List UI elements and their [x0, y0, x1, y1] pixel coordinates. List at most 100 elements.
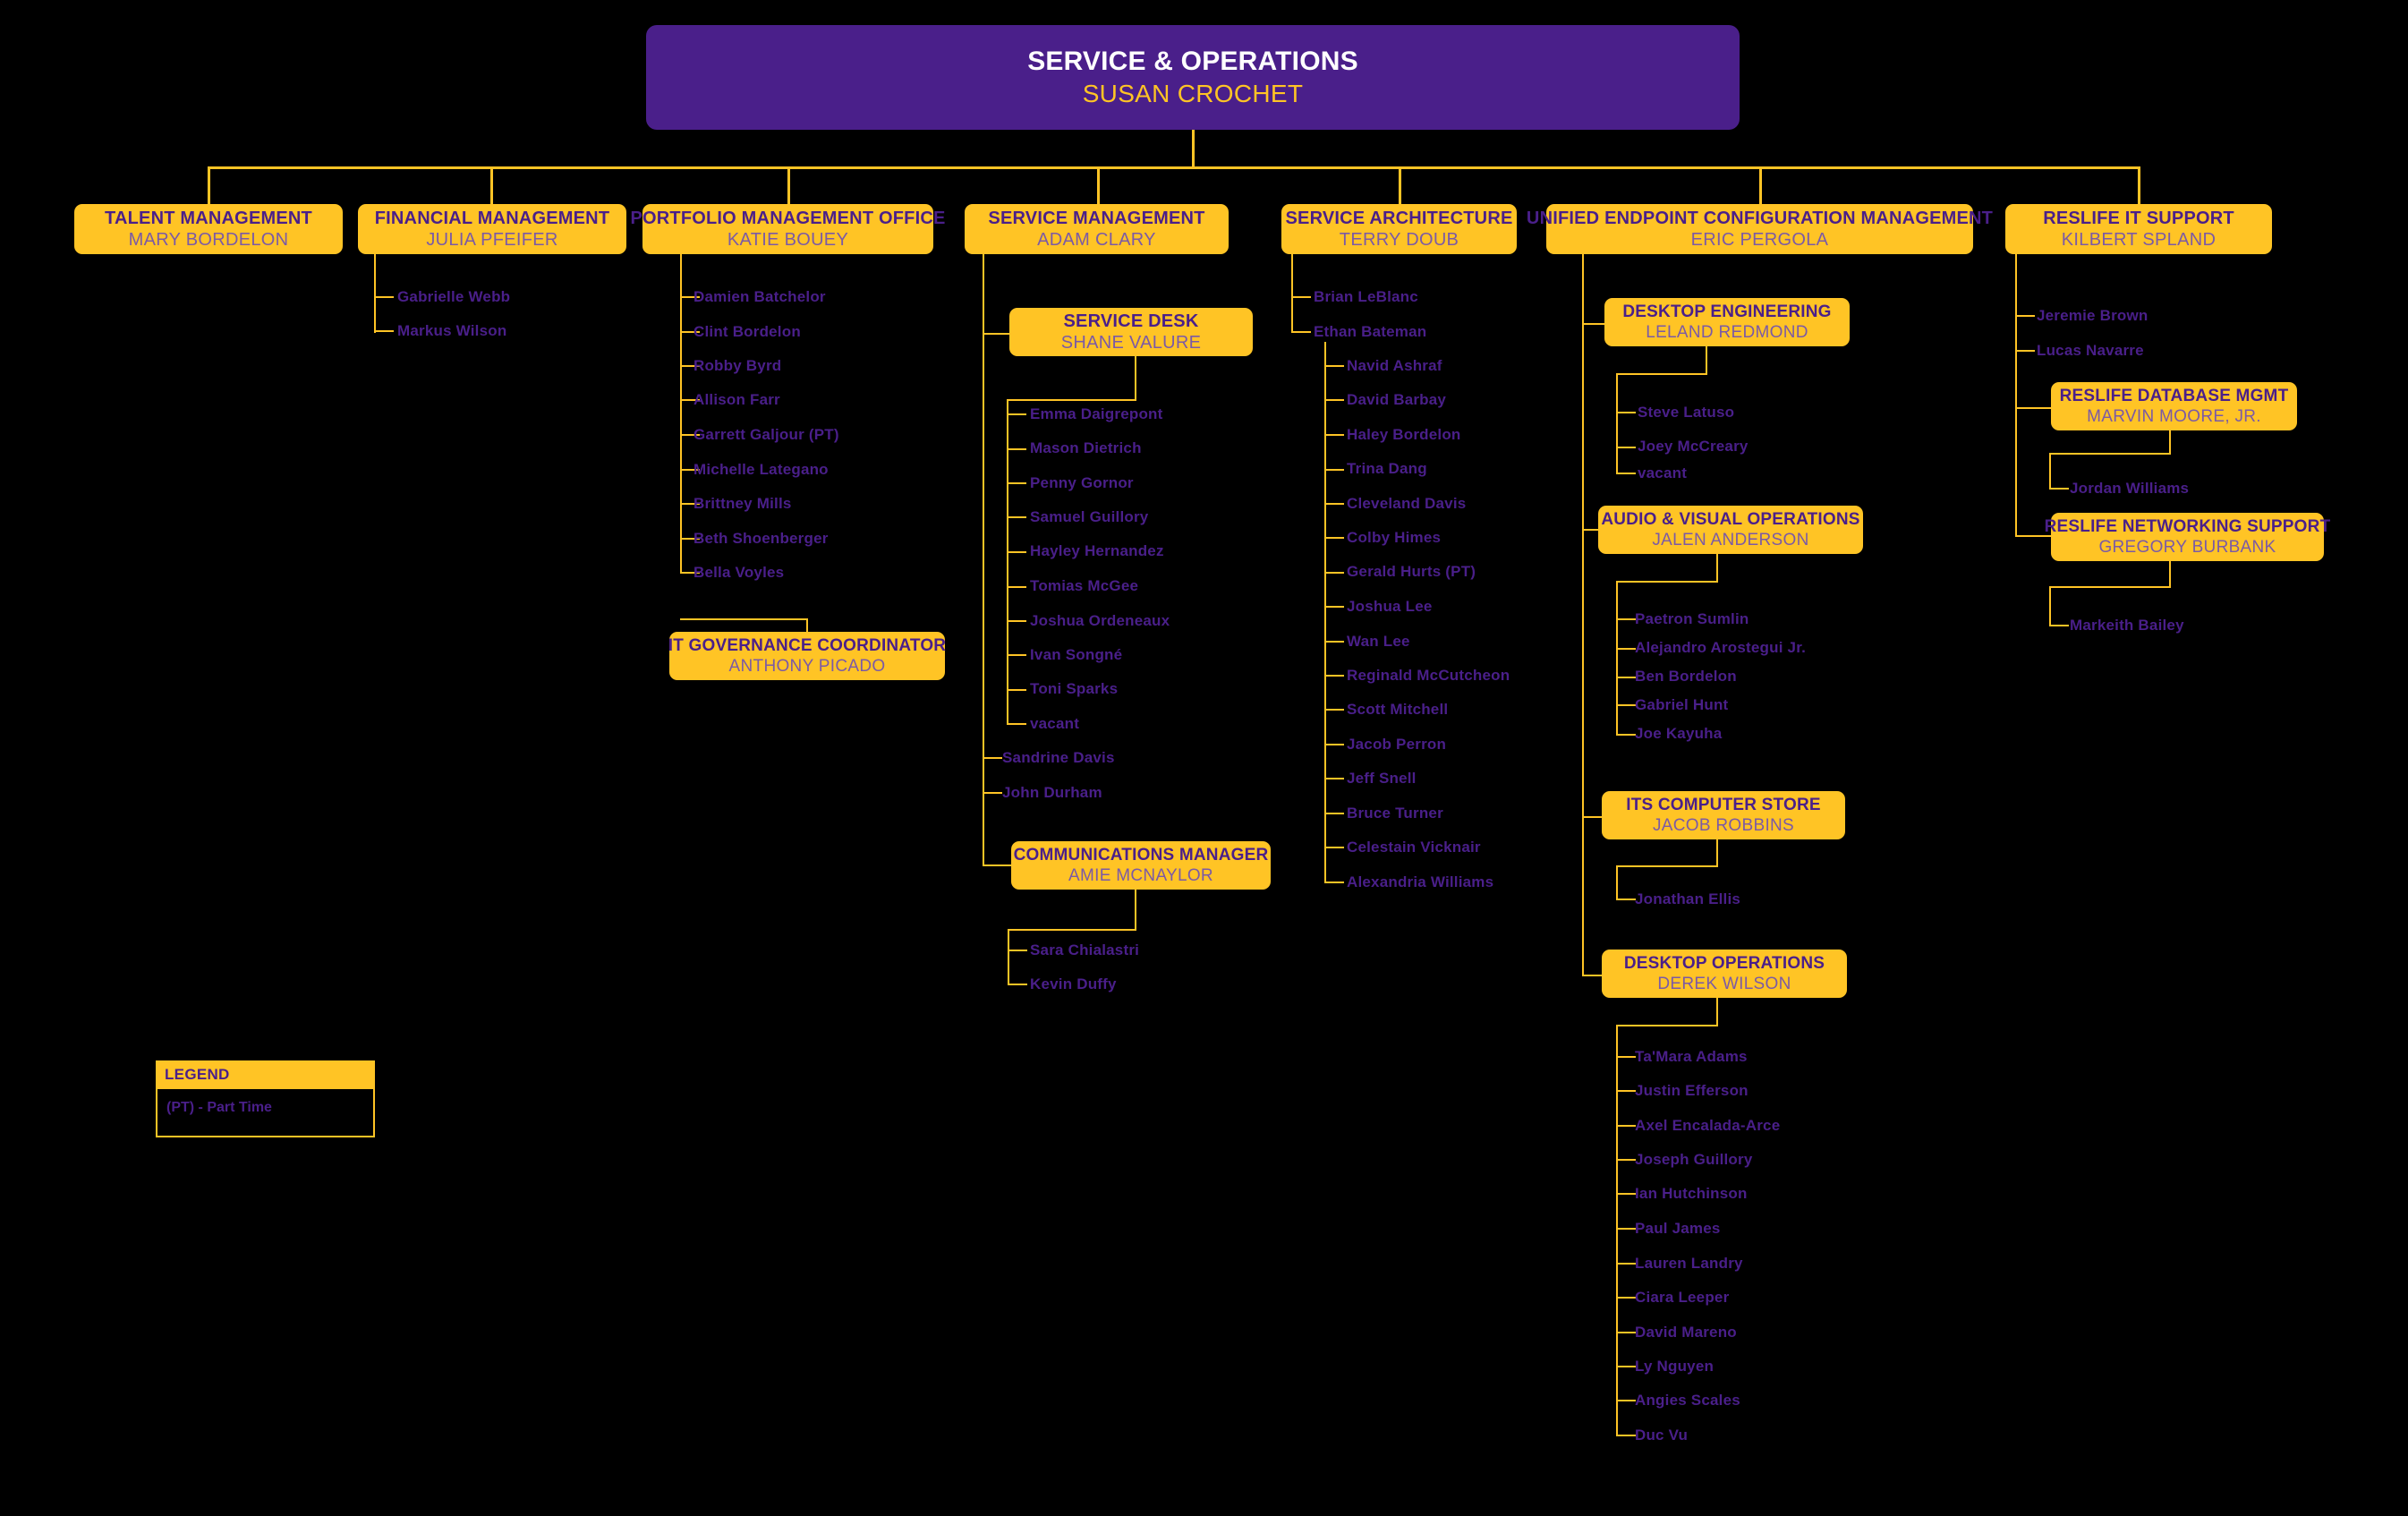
list-item: Jeremie Brown: [2037, 307, 2148, 324]
list-item: Gerald Hurts (PT): [1347, 563, 1476, 580]
node-person: KATIE BOUEY: [727, 230, 849, 250]
node-title: SERVICE & OPERATIONS: [1027, 47, 1358, 77]
list-item: Cleveland Davis: [1347, 495, 1467, 512]
list-item: Ben Bordelon: [1635, 668, 1737, 685]
list-item: Toni Sparks: [1030, 680, 1119, 697]
node-it-governance-coordinator[interactable]: IT GOVERNANCE COORDINATOR ANTHONY PICADO: [668, 632, 946, 680]
list-item: Joey McCreary: [1638, 438, 1749, 455]
connector-bus-reslife-networking: [2049, 586, 2171, 588]
list-item: Paul James: [1635, 1220, 1721, 1237]
node-desktop-engineering[interactable]: DESKTOP ENGINEERING LELAND REDMOND: [1604, 298, 1850, 346]
node-reslife-it-support[interactable]: RESLIFE IT SUPPORT KILBERT SPLAND: [2005, 204, 2272, 254]
list-item: Robby Byrd: [693, 357, 782, 374]
list-item: Jonathan Ellis: [1635, 890, 1741, 907]
connector-to-reslife-database: [2015, 407, 2051, 409]
list-item: Jacob Perron: [1347, 736, 1447, 753]
connector-tick: [680, 296, 700, 298]
connector-tick: [1616, 1159, 1636, 1161]
connector-tick: [1007, 516, 1026, 518]
node-title: DESKTOP ENGINEERING: [1622, 302, 1832, 321]
node-unified-endpoint-configuration-management[interactable]: UNIFIED ENDPOINT CONFIGURATION MANAGEMEN…: [1527, 204, 1993, 254]
node-person: ANTHONY PICADO: [728, 657, 886, 676]
connector-to-service-desk: [983, 333, 1009, 335]
connector-tick: [1008, 984, 1027, 985]
node-person: ADAM CLARY: [1037, 230, 1156, 250]
connector-root-bus: [208, 166, 2138, 169]
connector-tick: [680, 434, 700, 436]
list-item: Damien Batchelor: [693, 288, 826, 305]
connector-tick: [1007, 448, 1026, 450]
list-item: Celestain Vicknair: [1347, 839, 1481, 856]
connector-bus-communications: [1008, 929, 1136, 931]
connector-tick: [1007, 551, 1026, 553]
connector-drop-service-mgmt: [1097, 166, 1100, 208]
list-item: Joseph Guillory: [1635, 1151, 1753, 1168]
connector-tick: [2049, 625, 2069, 626]
list-item: Michelle Lategano: [693, 461, 829, 478]
list-item: Bruce Turner: [1347, 805, 1443, 822]
connector-bus-its-computer-store: [1616, 865, 1716, 867]
connector-tick: [1007, 654, 1026, 656]
node-reslife-networking-support[interactable]: RESLIFE NETWORKING SUPPORT GREGORY BURBA…: [2045, 513, 2330, 561]
connector-bus-desktop-engineering: [1616, 373, 1706, 375]
list-item: Paetron Sumlin: [1635, 610, 1749, 627]
connector-tick: [680, 572, 700, 574]
connector-tick: [1616, 704, 1636, 706]
node-talent-management[interactable]: TALENT MANAGEMENT MARY BORDELON: [74, 204, 343, 254]
list-item: Bella Voyles: [693, 564, 785, 581]
list-item: Ta'Mara Adams: [1635, 1048, 1748, 1065]
connector-tick: [1616, 1090, 1636, 1092]
node-service-architecture[interactable]: SERVICE ARCHITECTURE TERRY DOUB: [1281, 204, 1517, 254]
list-item: Navid Ashraf: [1347, 357, 1442, 374]
node-title: SERVICE DESK: [1063, 311, 1199, 331]
node-title: RESLIFE NETWORKING SUPPORT: [2044, 516, 2331, 536]
connector-drop-uecm: [1759, 166, 1762, 208]
node-its-computer-store[interactable]: ITS COMPUTER STORE JACOB ROBBINS: [1602, 791, 1845, 839]
connector-spine-portfolio: [680, 254, 682, 574]
connector-tick: [1616, 648, 1636, 650]
connector-tick: [983, 757, 1002, 759]
node-title: AUDIO & VISUAL OPERATIONS: [1601, 509, 1860, 529]
list-item: Sandrine Davis: [1002, 749, 1115, 766]
list-item: Reginald McCutcheon: [1347, 667, 1510, 684]
list-item: Axel Encalada-Arce: [1635, 1117, 1781, 1134]
list-item: Brittney Mills: [693, 495, 792, 512]
list-item: David Mareno: [1635, 1324, 1737, 1341]
connector-to-it-governance: [680, 618, 808, 620]
connector-tick: [2015, 350, 2035, 352]
node-reslife-database-mgmt[interactable]: RESLIFE DATABASE MGMT MARVIN MOORE, JR.: [2051, 382, 2297, 430]
node-person: JALEN ANDERSON: [1652, 531, 1809, 549]
node-audio-visual-operations[interactable]: AUDIO & VISUAL OPERATIONS JALEN ANDERSON: [1598, 506, 1863, 554]
node-service-management[interactable]: SERVICE MANAGEMENT ADAM CLARY: [965, 204, 1229, 254]
node-portfolio-management-office[interactable]: PORTFOLIO MANAGEMENT OFFICE KATIE BOUEY: [630, 204, 945, 254]
node-desktop-operations[interactable]: DESKTOP OPERATIONS DEREK WILSON: [1602, 950, 1847, 998]
list-item: Jeff Snell: [1347, 770, 1417, 787]
connector-tick: [1008, 950, 1027, 951]
connector-tick: [1324, 813, 1344, 814]
node-communications-manager[interactable]: COMMUNICATIONS MANAGER AMIE MCNAYLOR: [1011, 841, 1271, 890]
node-person: KILBERT SPLAND: [2061, 230, 2217, 250]
connector-bus-desktop-operations: [1616, 1025, 1716, 1026]
list-item: Alexandria Williams: [1347, 873, 1494, 890]
connector-tick: [1324, 537, 1344, 539]
list-item: Alejandro Arostegui Jr.: [1635, 639, 1807, 656]
node-service-desk[interactable]: SERVICE DESK SHANE VALURE: [1009, 308, 1253, 356]
connector-tick: [1616, 1435, 1636, 1436]
node-title: UNIFIED ENDPOINT CONFIGURATION MANAGEMEN…: [1526, 208, 1994, 228]
node-person: ERIC PERGOLA: [1690, 230, 1829, 250]
connector-to-desktop-operations: [1582, 975, 1602, 976]
connector-tick: [1007, 482, 1026, 484]
connector-tick: [1616, 677, 1636, 678]
connector-tick: [680, 365, 700, 367]
connector-to-its-computer-store: [1582, 816, 1602, 818]
list-item: Penny Gornor: [1030, 474, 1134, 491]
connector-root-down: [1192, 130, 1195, 168]
node-service-and-operations[interactable]: SERVICE & OPERATIONS SUSAN CROCHET: [646, 25, 1740, 130]
list-item: vacant: [1638, 464, 1688, 481]
connector-tick: [1324, 778, 1344, 779]
node-financial-management[interactable]: FINANCIAL MANAGEMENT JULIA PFEIFER: [358, 204, 626, 254]
list-item: Beth Shoenberger: [693, 530, 829, 547]
connector-tick: [2049, 488, 2069, 490]
connector-bus-reslife-database: [2049, 453, 2171, 455]
connector-tick: [1324, 709, 1344, 711]
